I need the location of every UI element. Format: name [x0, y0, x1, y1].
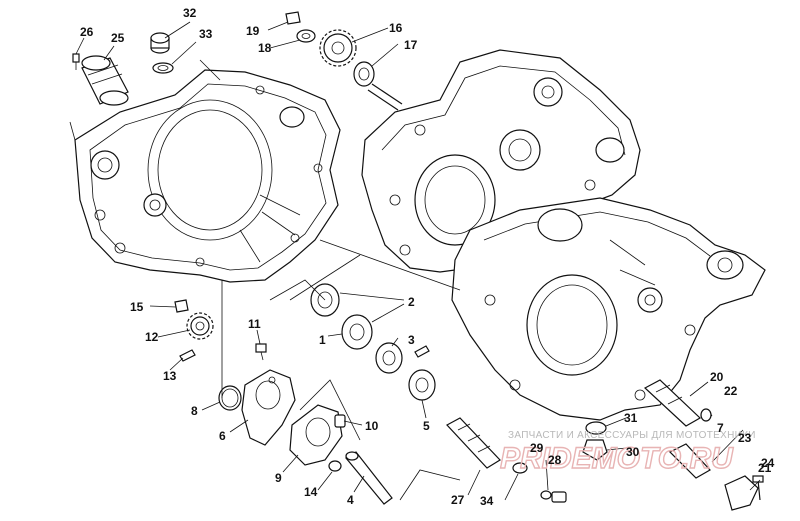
washer-14 — [328, 460, 342, 472]
watermark-logo: PRIDEMOTO.RU — [500, 442, 734, 475]
callout-label-16: 16 — [389, 21, 403, 35]
pin-13 — [179, 349, 196, 362]
watermark: PRIDEMOTO.RU ЗАПЧАСТИ И АКСЕССУАРЫ ДЛЯ М… — [499, 430, 756, 476]
watermark-text: ЗАПЧАСТИ И АКСЕССУАРЫ ДЛЯ МОТОТЕХНИКИ — [508, 430, 756, 441]
pump-rotor-3 — [375, 342, 403, 374]
washer-18 — [296, 29, 316, 43]
callout-label-5: 5 — [423, 419, 430, 433]
callout-label-8: 8 — [191, 404, 198, 418]
pin-3 — [414, 345, 430, 358]
plug-28 — [540, 490, 567, 503]
callout-label-33: 33 — [199, 27, 213, 41]
callout-label-3: 3 — [408, 333, 415, 347]
callout-label-15: 15 — [130, 300, 144, 314]
reference-lines — [69, 59, 461, 501]
callout-label-6: 6 — [219, 429, 226, 443]
drain-plug-30 — [582, 439, 608, 461]
callout-label-27: 27 — [451, 493, 465, 507]
filter-20 — [643, 379, 701, 427]
clip-15 — [174, 299, 189, 313]
callout-label-32: 32 — [183, 6, 197, 20]
callout-label-18: 18 — [258, 41, 272, 55]
washer-33 — [152, 62, 174, 74]
crankcase-left-half — [451, 197, 766, 421]
clip-7 — [700, 408, 712, 422]
screw-26 — [72, 53, 80, 70]
bolt-11 — [255, 343, 267, 361]
leader-lines — [75, 21, 761, 501]
callout-label-4: 4 — [347, 493, 354, 507]
callout-label-10: 10 — [365, 419, 379, 433]
plug-32 — [150, 32, 170, 54]
screen-filter-27 — [446, 417, 501, 469]
plate-5 — [408, 369, 436, 401]
callout-label-7: 7 — [717, 421, 724, 435]
callout-label-26: 26 — [80, 25, 94, 39]
callout-label-11: 11 — [248, 317, 261, 331]
callout-label-30: 30 — [626, 445, 640, 459]
callout-label-19: 19 — [246, 24, 260, 38]
callout-label-9: 9 — [275, 471, 282, 485]
callout-label-21: 21 — [758, 461, 772, 475]
pump-rotor-1 — [341, 314, 373, 350]
callout-label-20: 20 — [710, 370, 724, 384]
cover-21 — [724, 475, 759, 511]
bearing-17 — [353, 61, 403, 111]
gear-16 — [319, 29, 357, 67]
callout-label-31: 31 — [624, 411, 638, 425]
callout-label-1: 1 — [319, 333, 326, 347]
side-cover — [74, 69, 341, 283]
pump-housing-6 — [241, 369, 296, 446]
clip-19 — [285, 11, 301, 25]
callout-label-12: 12 — [145, 330, 159, 344]
callout-label-23: 23 — [738, 431, 752, 445]
callout-label-29: 29 — [530, 441, 544, 455]
seal-31 — [585, 421, 607, 435]
filter-23 — [668, 443, 711, 479]
dowel-10 — [334, 414, 346, 428]
callout-label-2: 2 — [408, 295, 415, 309]
callout-label-24: 24 — [761, 456, 775, 470]
washer-34 — [512, 462, 528, 474]
callout-label-22: 22 — [724, 384, 738, 398]
shaft-4 — [345, 451, 393, 505]
callout-labels: 1 2 3 4 5 6 7 8 9 10 11 12 13 14 15 16 1… — [80, 6, 775, 508]
gear-12 — [186, 312, 214, 340]
callout-label-34: 34 — [480, 494, 494, 508]
callout-label-17: 17 — [404, 38, 418, 52]
callout-label-25: 25 — [111, 31, 125, 45]
pump-cover-9 — [289, 404, 343, 466]
callout-label-14: 14 — [304, 485, 318, 499]
callout-label-13: 13 — [163, 369, 177, 383]
callout-label-28: 28 — [548, 453, 562, 467]
oil-filter-25 — [81, 55, 129, 106]
